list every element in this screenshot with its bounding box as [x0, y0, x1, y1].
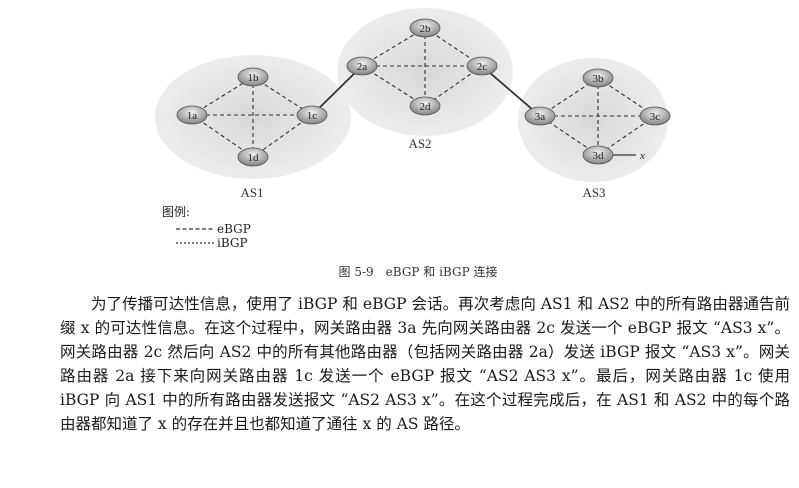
router-1d-label: 1d [248, 152, 260, 164]
as1-cloud [155, 55, 351, 179]
as3-cloud [518, 58, 668, 182]
legend-ibgp-label: iBGP [217, 236, 248, 250]
router-1b: 1b [237, 67, 269, 87]
router-1a-label: 1a [187, 110, 198, 122]
router-1d: 1d [237, 147, 269, 167]
body-text: 为了传播可达性信息，使用了 iBGP 和 eBGP 会话。再次考虑向 AS1 和… [60, 292, 790, 436]
router-2c-label: 2c [477, 61, 488, 73]
figure-caption: 图 5-9 eBGP 和 iBGP 连接 [339, 264, 498, 279]
inter-as-links [311, 65, 541, 117]
router-3a: 3a [524, 106, 556, 126]
router-1c: 1c [296, 105, 328, 125]
router-3d-label: 3d [593, 150, 605, 162]
router-1c-label: 1c [307, 110, 318, 122]
router-2d: 2d [409, 96, 441, 116]
router-2c: 2c [466, 56, 498, 76]
legend-ebgp-label: eBGP [217, 222, 251, 236]
as3-label: AS3 [582, 185, 605, 200]
router-2a-label: 2a [357, 61, 368, 73]
router-3c-label: 3c [650, 111, 661, 123]
legend-title: 图例: [162, 205, 190, 219]
bgp-connection-figure: x 1b 1a 1c 1d 2b 2a 2c 2d 3b 3a [155, 8, 671, 279]
router-2b-label: 2b [420, 23, 432, 35]
router-3c: 3c [639, 106, 671, 126]
router-3b: 3b [582, 68, 614, 88]
router-3d: 3d [582, 145, 614, 165]
as1-label: AS1 [240, 185, 263, 200]
router-2d-label: 2d [420, 101, 432, 113]
as2-label: AS2 [408, 136, 431, 151]
router-3b-label: 3b [593, 73, 605, 85]
router-1a: 1a [176, 105, 208, 125]
router-1b-label: 1b [248, 72, 260, 84]
body-paragraph: 为了传播可达性信息，使用了 iBGP 和 eBGP 会话。再次考虑向 AS1 和… [60, 295, 790, 433]
router-2a: 2a [346, 56, 378, 76]
router-2b: 2b [409, 18, 441, 38]
prefix-label: x [639, 150, 645, 162]
router-3a-label: 3a [535, 111, 546, 123]
